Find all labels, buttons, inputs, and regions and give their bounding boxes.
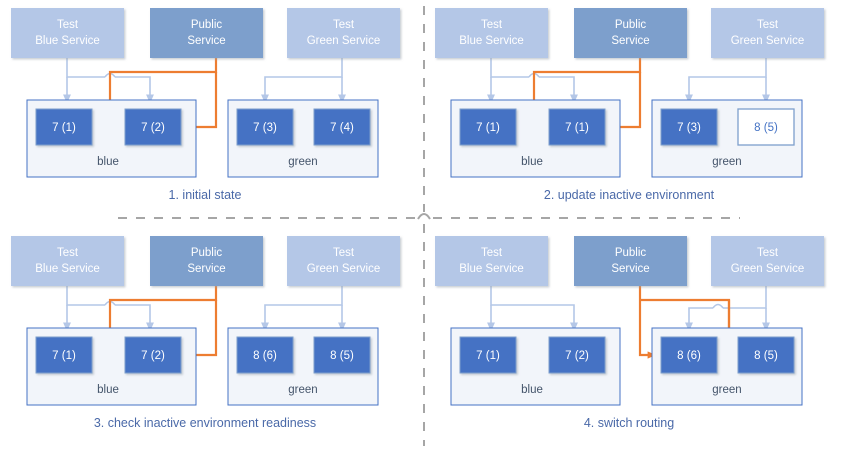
panel-3-public-service[interactable]: Public Service (150, 236, 263, 286)
panel-caption: 1. initial state (169, 188, 242, 202)
environment-label: blue (97, 384, 119, 396)
panel-4-green-environment: 8 (6) 8 (5) green (651, 327, 803, 406)
service-title-line2: Service (611, 35, 649, 47)
service-title-line1: Test (481, 247, 503, 259)
panel-3-green-environment: 8 (6) 8 (5) green (227, 327, 379, 406)
panel-4-public-service[interactable]: Public Service (574, 236, 687, 286)
panel-divider-vertical (417, 6, 431, 446)
environment-label: green (712, 156, 741, 168)
panel-4: 7 (1) 7 (2) blue 8 (6) 8 (5) green Test … (435, 236, 824, 430)
node-label: 7 (2) (141, 350, 165, 362)
panel-2-test-blue-connector (487, 58, 578, 104)
panel-1-blue-environment: 7 (1) 7 (2) blue (26, 99, 197, 178)
service-title-line2: Green Service (731, 35, 805, 47)
panel-3-blue-environment: 7 (1) 7 (2) blue (26, 327, 197, 406)
service-title-line2: Service (187, 263, 225, 275)
node-label: 8 (5) (330, 350, 354, 362)
panel-2-test-blue-service[interactable]: Test Blue Service (435, 8, 548, 58)
panel-2-test-green-connector (685, 58, 770, 104)
panel-1-test-green-connector (261, 58, 346, 104)
node-label: 7 (1) (476, 350, 500, 362)
node-label: 7 (1) (565, 122, 589, 134)
node-label: 8 (6) (253, 350, 277, 362)
environment-label: green (288, 384, 317, 396)
service-title-line2: Blue Service (459, 35, 524, 47)
panel-4-test-blue-service[interactable]: Test Blue Service (435, 236, 548, 286)
service-title-line1: Test (757, 19, 779, 31)
service-title-line2: Blue Service (35, 263, 100, 275)
panel-2-public-service[interactable]: Public Service (574, 8, 687, 58)
service-title-line2: Green Service (307, 35, 381, 47)
service-title-line2: Green Service (307, 263, 381, 275)
service-title-line2: Service (611, 263, 649, 275)
node-label: 7 (3) (253, 122, 277, 134)
panel-3-test-blue-service[interactable]: Test Blue Service (11, 236, 124, 286)
panel-3-test-green-service[interactable]: Test Green Service (287, 236, 400, 286)
node-label: 7 (4) (330, 122, 354, 134)
panel-caption: 4. switch routing (584, 416, 674, 430)
node-label: 8 (5) (754, 350, 778, 362)
service-title-line2: Green Service (731, 263, 805, 275)
panel-3-test-green-connector (261, 286, 346, 332)
panel-caption: 3. check inactive environment readiness (94, 416, 316, 430)
service-title-line1: Test (481, 19, 503, 31)
panel-2-blue-environment: 7 (1) 7 (1) blue (450, 99, 621, 178)
node-label-updating: 8 (5) (754, 122, 778, 134)
panel-3-test-blue-connector (63, 286, 154, 332)
panel-4-test-blue-connector (487, 286, 578, 332)
panel-caption: 2. update inactive environment (544, 188, 715, 202)
node-label: 7 (2) (565, 350, 589, 362)
service-title-line1: Test (757, 247, 779, 259)
environment-label: green (712, 384, 741, 396)
panel-1-public-service[interactable]: Public Service (150, 8, 263, 58)
panel-2-green-environment: 7 (3) 8 (5) green (651, 99, 803, 178)
service-title-line1: Public (615, 247, 647, 259)
panel-1: 7 (1) 7 (2) blue 7 (3) 7 (4) green Test … (11, 8, 400, 202)
service-title-line1: Test (333, 19, 355, 31)
node-label: 7 (2) (141, 122, 165, 134)
node-label: 7 (1) (52, 350, 76, 362)
service-title-line1: Public (615, 19, 647, 31)
panel-4-test-green-service[interactable]: Test Green Service (711, 236, 824, 286)
node-label: 7 (1) (52, 122, 76, 134)
panel-1-test-blue-connector (63, 58, 154, 104)
panel-4-test-green-connector (685, 286, 770, 332)
environment-label: blue (521, 384, 543, 396)
panel-4-blue-environment: 7 (1) 7 (2) blue (450, 327, 621, 406)
environment-label: blue (521, 156, 543, 168)
panel-2: 7 (1) 7 (1) blue 7 (3) 8 (5) green Test … (435, 8, 824, 202)
service-title-line1: Public (191, 19, 223, 31)
node-label: 7 (1) (476, 122, 500, 134)
panel-2-test-green-service[interactable]: Test Green Service (711, 8, 824, 58)
node-label: 7 (3) (677, 122, 701, 134)
panel-1-green-environment: 7 (3) 7 (4) green (227, 99, 379, 178)
environment-label: blue (97, 156, 119, 168)
service-title-line1: Public (191, 247, 223, 259)
panel-1-test-blue-service[interactable]: Test Blue Service (11, 8, 124, 58)
service-title-line1: Test (57, 247, 79, 259)
service-title-line2: Blue Service (459, 263, 524, 275)
node-label: 8 (6) (677, 350, 701, 362)
panel-3: 7 (1) 7 (2) blue 8 (6) 8 (5) green Test … (11, 236, 400, 430)
environment-label: green (288, 156, 317, 168)
service-title-line2: Blue Service (35, 35, 100, 47)
service-title-line1: Test (333, 247, 355, 259)
panel-1-test-green-service[interactable]: Test Green Service (287, 8, 400, 58)
service-title-line2: Service (187, 35, 225, 47)
service-title-line1: Test (57, 19, 79, 31)
